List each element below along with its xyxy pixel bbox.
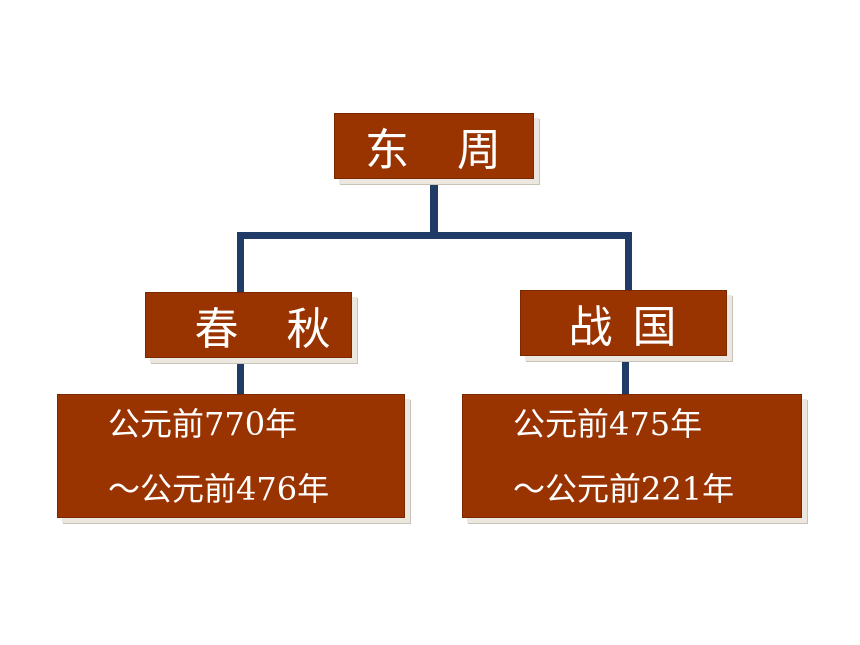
connector-left-vertical bbox=[237, 232, 244, 292]
chunqiu-date-box: 公元前770年 ～公元前476年 bbox=[57, 394, 405, 518]
chunqiu-date-end: ～公元前476年 bbox=[108, 470, 330, 508]
dongzhou-label-2: 周 bbox=[457, 125, 503, 176]
connector-right-lower bbox=[622, 356, 629, 396]
zhanguo-box: 战 国 bbox=[520, 290, 727, 356]
zhanguo-date-box: 公元前475年 ～公元前221年 bbox=[462, 394, 802, 518]
chunqiu-box: 春 秋 bbox=[145, 292, 352, 358]
chunqiu-date-start: 公元前770年 bbox=[108, 405, 298, 443]
zhanguo-label-2: 国 bbox=[632, 302, 679, 353]
chunqiu-label-2: 秋 bbox=[286, 304, 333, 355]
connector-left-lower bbox=[237, 356, 244, 396]
dongzhou-box: 东 周 bbox=[334, 113, 534, 179]
chunqiu-label-1: 春 bbox=[194, 304, 241, 355]
connector-horizontal bbox=[237, 232, 632, 239]
connector-top-vertical bbox=[430, 180, 438, 234]
dongzhou-label-1: 东 bbox=[365, 125, 411, 176]
zhanguo-date-start: 公元前475年 bbox=[513, 405, 703, 443]
zhanguo-date-end: ～公元前221年 bbox=[513, 470, 735, 508]
connector-right-vertical bbox=[625, 232, 632, 292]
zhanguo-label-1: 战 bbox=[568, 302, 615, 353]
